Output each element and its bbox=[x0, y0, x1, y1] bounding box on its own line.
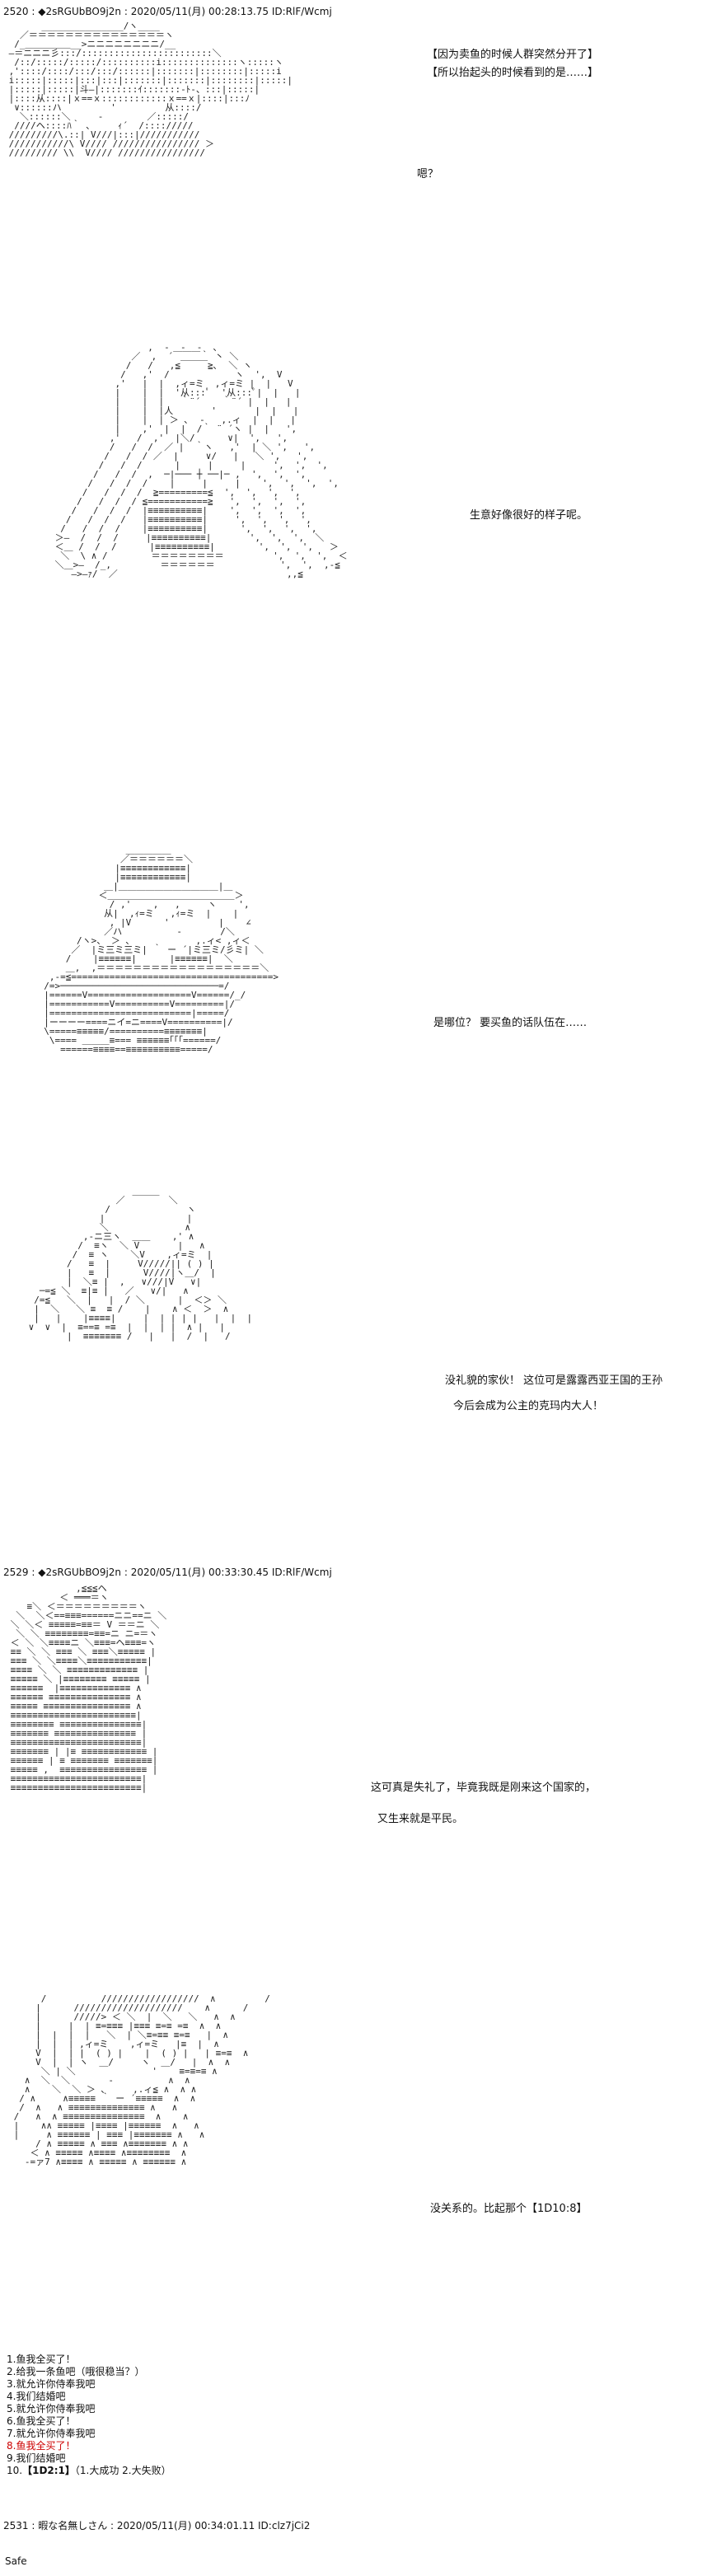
ascii-art-figure-4: ＿＿＿ ／ ＼ / ヽ | | ＼ ∧ ,-ニ三ヽ ＿＿ ,' ∧ / ≡ヽ ＼… bbox=[28, 1186, 253, 1342]
dice-roll-legend: （1.大成功 2.大失败） bbox=[74, 2465, 171, 2476]
dice-roll-prefix: 10. bbox=[7, 2465, 23, 2476]
dialog-line: 今后会成为公主的克玛内大人！ bbox=[453, 1400, 604, 1412]
choice-item-selected: 8.鱼我全买了！ bbox=[7, 2440, 76, 2452]
choice-item: 7.就允许你侍奉我吧 bbox=[7, 2428, 96, 2439]
choice-item: 5.就允许你侍奉我吧 bbox=[7, 2403, 96, 2414]
narration-line: 【所以抬起头的时候看到的是……】 bbox=[427, 67, 599, 79]
post-header: 2531 : 暇な名無しさん : 2020/05/11(月) 00:34:01.… bbox=[3, 2520, 311, 2532]
dialog-line: 没礼貌的家伙！ 这位可是露露西亚王国的王孙 bbox=[445, 1375, 663, 1387]
dice-roll-line: 10.【1D2:1】（1.大成功 2.大失败） bbox=[7, 2465, 171, 2477]
dice-roll-result: 【1D2:1】 bbox=[22, 2465, 75, 2476]
choice-item: 6.鱼我全买了！ bbox=[7, 2415, 76, 2427]
dialog-line: 是哪位？ 要买鱼的话队伍在…… bbox=[433, 1017, 588, 1029]
ascii-art-figure-1: _______________/ヽ____ ／＝＝＝＝＝＝＝＝＝＝＝＝＝＝＝ヽ … bbox=[8, 21, 293, 158]
dialog-line: 嗯？ bbox=[417, 168, 439, 180]
choice-item: 9.我们结婚吧 bbox=[7, 2452, 66, 2464]
ascii-art-figure-2: , - ‐ - ､ ／ , ´￣￣￣｀ 丶 ＼ / / ,≦￣￣￣≧､ ＼ ヽ … bbox=[54, 342, 348, 579]
dialog-line: 没关系的。比起那个【1D10:8】 bbox=[430, 2203, 588, 2215]
choice-item: 3.就允许你侍奉我吧 bbox=[7, 2378, 96, 2390]
narration-line: 【因为卖鱼的时候人群突然分开了】 bbox=[427, 49, 599, 61]
dialog-line: 又生来就是平民。 bbox=[377, 1813, 464, 1825]
choice-item: 2.给我一条鱼吧（哦很稳当？） bbox=[7, 2366, 145, 2377]
dialog-line: 这可真是失礼了，毕竟我既是刚来这个国家的， bbox=[371, 1782, 597, 1794]
post-header: 2529 : ◆2sRGUbBO9j2n : 2020/05/11(月) 00:… bbox=[3, 1567, 332, 1578]
choice-item: 4.我们结婚吧 bbox=[7, 2391, 66, 2402]
dialog-line: 生意好像很好的样子呢。 bbox=[470, 509, 588, 522]
safe-label: Safe bbox=[5, 2555, 27, 2567]
ascii-art-figure-6: / ////////////////// ∧ / | /////////////… bbox=[13, 1993, 270, 2167]
ascii-art-figure-3: ＿＿＿＿＿ ／＝＝＝＝＝＝＼ |≡≡≡≡≡≡≡≡≡≡≡≡| |≡≡≡≡≡≡≡≡≡… bbox=[44, 845, 279, 1055]
post-header: 2520 : ◆2sRGUbBO9j2n : 2020/05/11(月) 00:… bbox=[3, 6, 332, 17]
ascii-art-figure-5: ,≦≦≦ヘ ＜ ═══＝ヽ ≡＼ ＜＝＝＝＝＝＝＝＝＝ヽ ＼ ＼＜==≡≡≡==… bbox=[10, 1583, 167, 1793]
choice-item: 1.鱼我全买了！ bbox=[7, 2354, 76, 2365]
